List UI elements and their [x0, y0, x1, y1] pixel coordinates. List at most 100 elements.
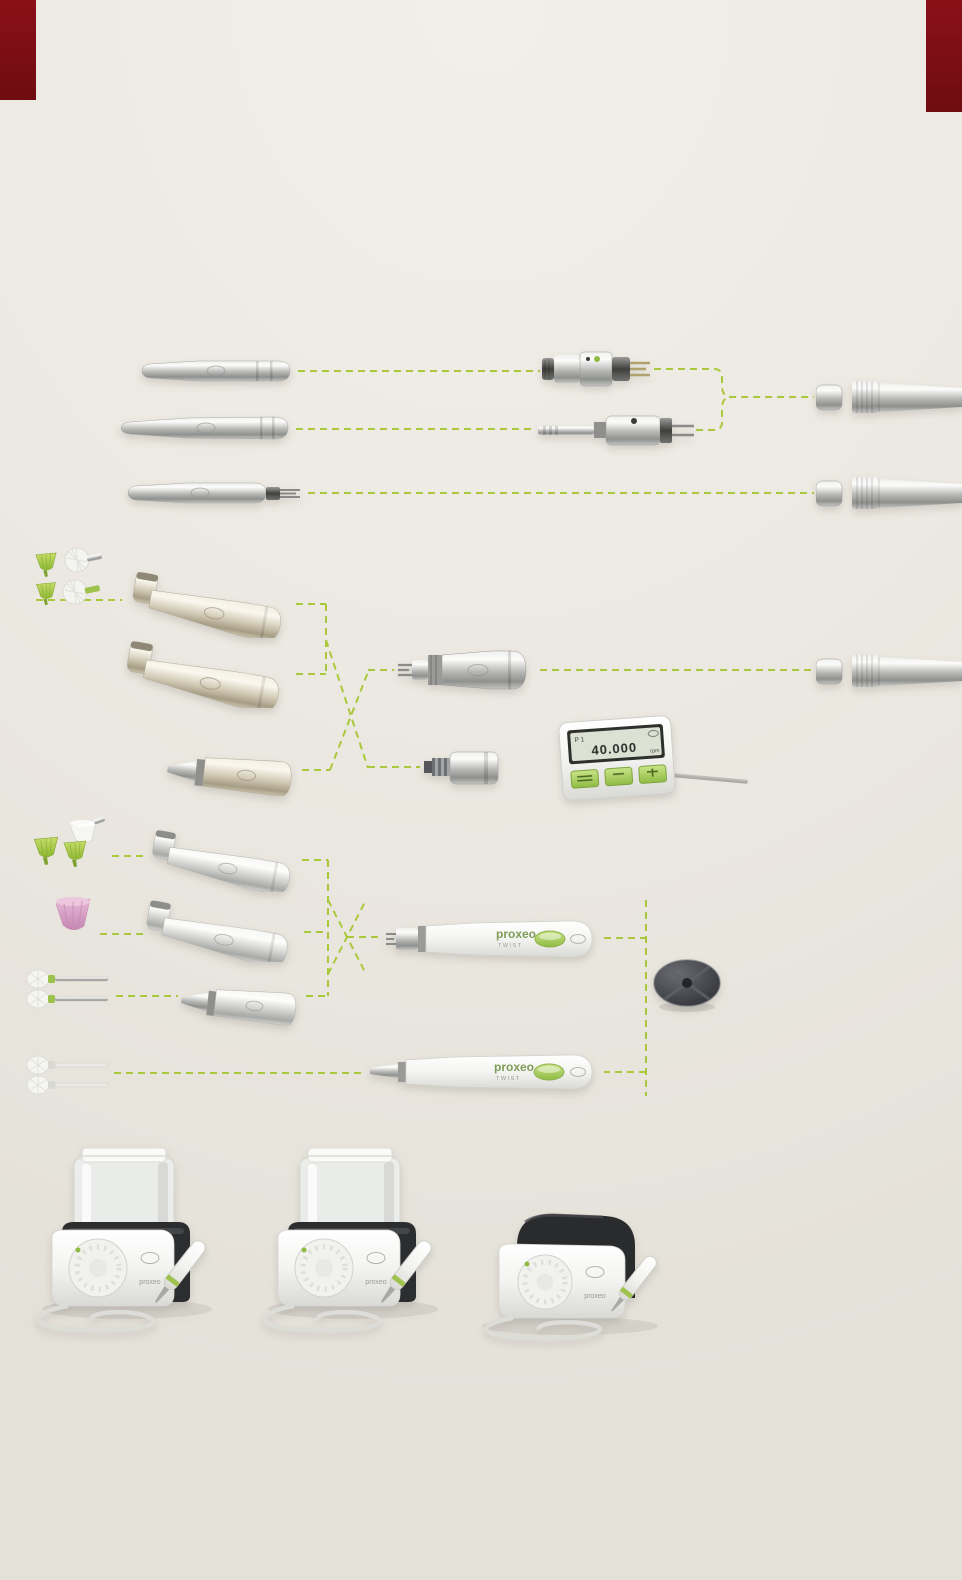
scaler-handpiece: [380, 1240, 432, 1303]
twist-handpiece-bottom-image: proxeo TWIST: [370, 1054, 593, 1090]
screw-brush-clear-icon: [26, 1054, 112, 1076]
unit-button-1[interactable]: [570, 769, 600, 789]
series-label: TWIST: [498, 943, 523, 949]
twist-handpiece-top[interactable]: proxeo TWIST: [384, 910, 602, 968]
prophy-brush-green-icon: [62, 576, 102, 608]
wh-logo-icon: [366, 1252, 386, 1264]
wh-logo-icon: [206, 365, 226, 377]
series-label: TWIST: [496, 1076, 521, 1082]
hose-connector-2[interactable]: [816, 474, 962, 512]
nose-cone-handpiece-1[interactable]: [166, 744, 300, 796]
prophy-cup-green-icon: [32, 834, 60, 866]
nose-cone-2-image: [181, 989, 297, 1026]
connector-attachments-twist-bracket: [302, 859, 382, 997]
air-motor-image: [398, 650, 527, 690]
screw-brush-clear-icon: [26, 1074, 112, 1096]
straight-handpiece-2[interactable]: [118, 412, 292, 444]
connector-pins-icon: [630, 361, 650, 377]
contra-angle-handpiece-4[interactable]: [140, 900, 300, 962]
brand-label: proxeo: [365, 1279, 387, 1286]
contra-angle-1-image: [132, 572, 281, 638]
scaler-handpiece: [611, 1255, 657, 1312]
electric-motor-image: [424, 751, 499, 785]
motor-control-unit[interactable]: P 1 40.000 rpm: [557, 714, 678, 804]
scaler-unit-left-image: proxeo: [36, 1147, 212, 1333]
contra-angle-handpiece-3[interactable]: [146, 828, 302, 892]
wh-logo-icon: [570, 1067, 586, 1077]
contra-angle-2-image: [127, 641, 279, 708]
supply-cable: [262, 1303, 382, 1333]
brand-label: proxeo: [584, 1293, 606, 1300]
scaler-unit-middle-image: proxeo: [262, 1147, 438, 1333]
water-bottle: [299, 1147, 401, 1243]
scaler-handpiece: [154, 1240, 206, 1303]
brand-label: proxeo: [139, 1279, 161, 1286]
wh-logo-icon: [214, 933, 234, 946]
contra-angle-handpiece-2[interactable]: [120, 640, 292, 708]
water-bottle: [73, 1147, 175, 1243]
wh-logo-icon: [245, 1000, 264, 1012]
straight-handpiece-4hole[interactable]: [126, 476, 304, 510]
status-dot-dark: [631, 418, 637, 424]
turbine-coupling-quickconnect[interactable]: [538, 412, 694, 448]
nose-cone-1-image: [167, 757, 292, 796]
red-accent-bar-left: [0, 0, 36, 100]
turbine-coupling-rotoquick-image: [542, 351, 650, 387]
prophy-brush-icon: [64, 544, 104, 576]
straight-handpiece-1[interactable]: [140, 356, 294, 386]
scaler-unit-right[interactable]: proxeo: [465, 1200, 693, 1342]
hose-connector-3-image: [816, 655, 962, 687]
connector-twist-pedal-bracket: [604, 900, 647, 1096]
scaler-unit-left[interactable]: proxeo: [22, 1146, 237, 1338]
power-indicator[interactable]: [534, 930, 566, 948]
wh-logo-icon: [218, 862, 238, 875]
brand-label: proxeo: [496, 927, 536, 941]
hose-connector-3[interactable]: [816, 652, 962, 690]
brand-label: proxeo: [494, 1060, 534, 1074]
foot-control-image: [653, 959, 721, 1012]
connector-pins-icon: [280, 489, 300, 498]
wh-logo-icon: [570, 934, 586, 944]
prophy-cup-white-icon: [64, 816, 106, 854]
hose-connector-1-image: [816, 381, 962, 413]
turbine-coupling-rotoquick[interactable]: [542, 350, 652, 388]
nose-cone-handpiece-2[interactable]: [180, 974, 304, 1028]
power-indicator[interactable]: [533, 1063, 565, 1081]
contra-angle-4-image: [146, 900, 288, 962]
red-accent-bar-right: [926, 0, 962, 112]
straight-handpiece-4hole-image: [127, 482, 300, 504]
air-motor[interactable]: [396, 642, 538, 698]
program-label: P 1: [574, 736, 584, 744]
electric-motor[interactable]: [424, 744, 508, 790]
contra-angle-handpiece-1[interactable]: [126, 570, 294, 638]
speed-unit-label: rpm: [650, 748, 660, 755]
prophy-cup-green-icon: [34, 580, 58, 606]
contra-angle-3-image: [152, 830, 290, 892]
status-dot-dark: [586, 357, 590, 361]
dial-led: [75, 1247, 81, 1253]
unit-button-2[interactable]: [604, 766, 634, 787]
connector-pins-icon: [672, 424, 694, 437]
foot-control[interactable]: [650, 956, 724, 1014]
screw-brush-icon: [26, 968, 112, 990]
supply-cable: [483, 1315, 603, 1341]
wh-logo-icon: [236, 769, 257, 782]
scaler-unit-right-image: proxeo: [482, 1213, 658, 1341]
wh-logo-icon: [647, 729, 659, 737]
wh-logo-icon: [196, 422, 216, 434]
dial-led: [301, 1247, 307, 1253]
scaler-unit-middle[interactable]: proxeo: [248, 1146, 463, 1338]
speed-value: 40.000: [591, 740, 638, 758]
turbine-coupling-quickconnect-image: [538, 415, 694, 446]
straight-handpiece-1-image: [141, 360, 291, 382]
wh-logo-icon: [140, 1252, 160, 1264]
screw-brush-icon: [26, 988, 112, 1010]
prophy-cup-green-icon: [60, 838, 90, 868]
hose-connector-2-image: [816, 477, 962, 509]
hose-connector-1[interactable]: [816, 378, 962, 416]
polishing-cup-pink-icon: [50, 894, 96, 938]
supply-cable: [36, 1303, 156, 1333]
twist-handpiece-bottom[interactable]: proxeo TWIST: [368, 1044, 602, 1100]
